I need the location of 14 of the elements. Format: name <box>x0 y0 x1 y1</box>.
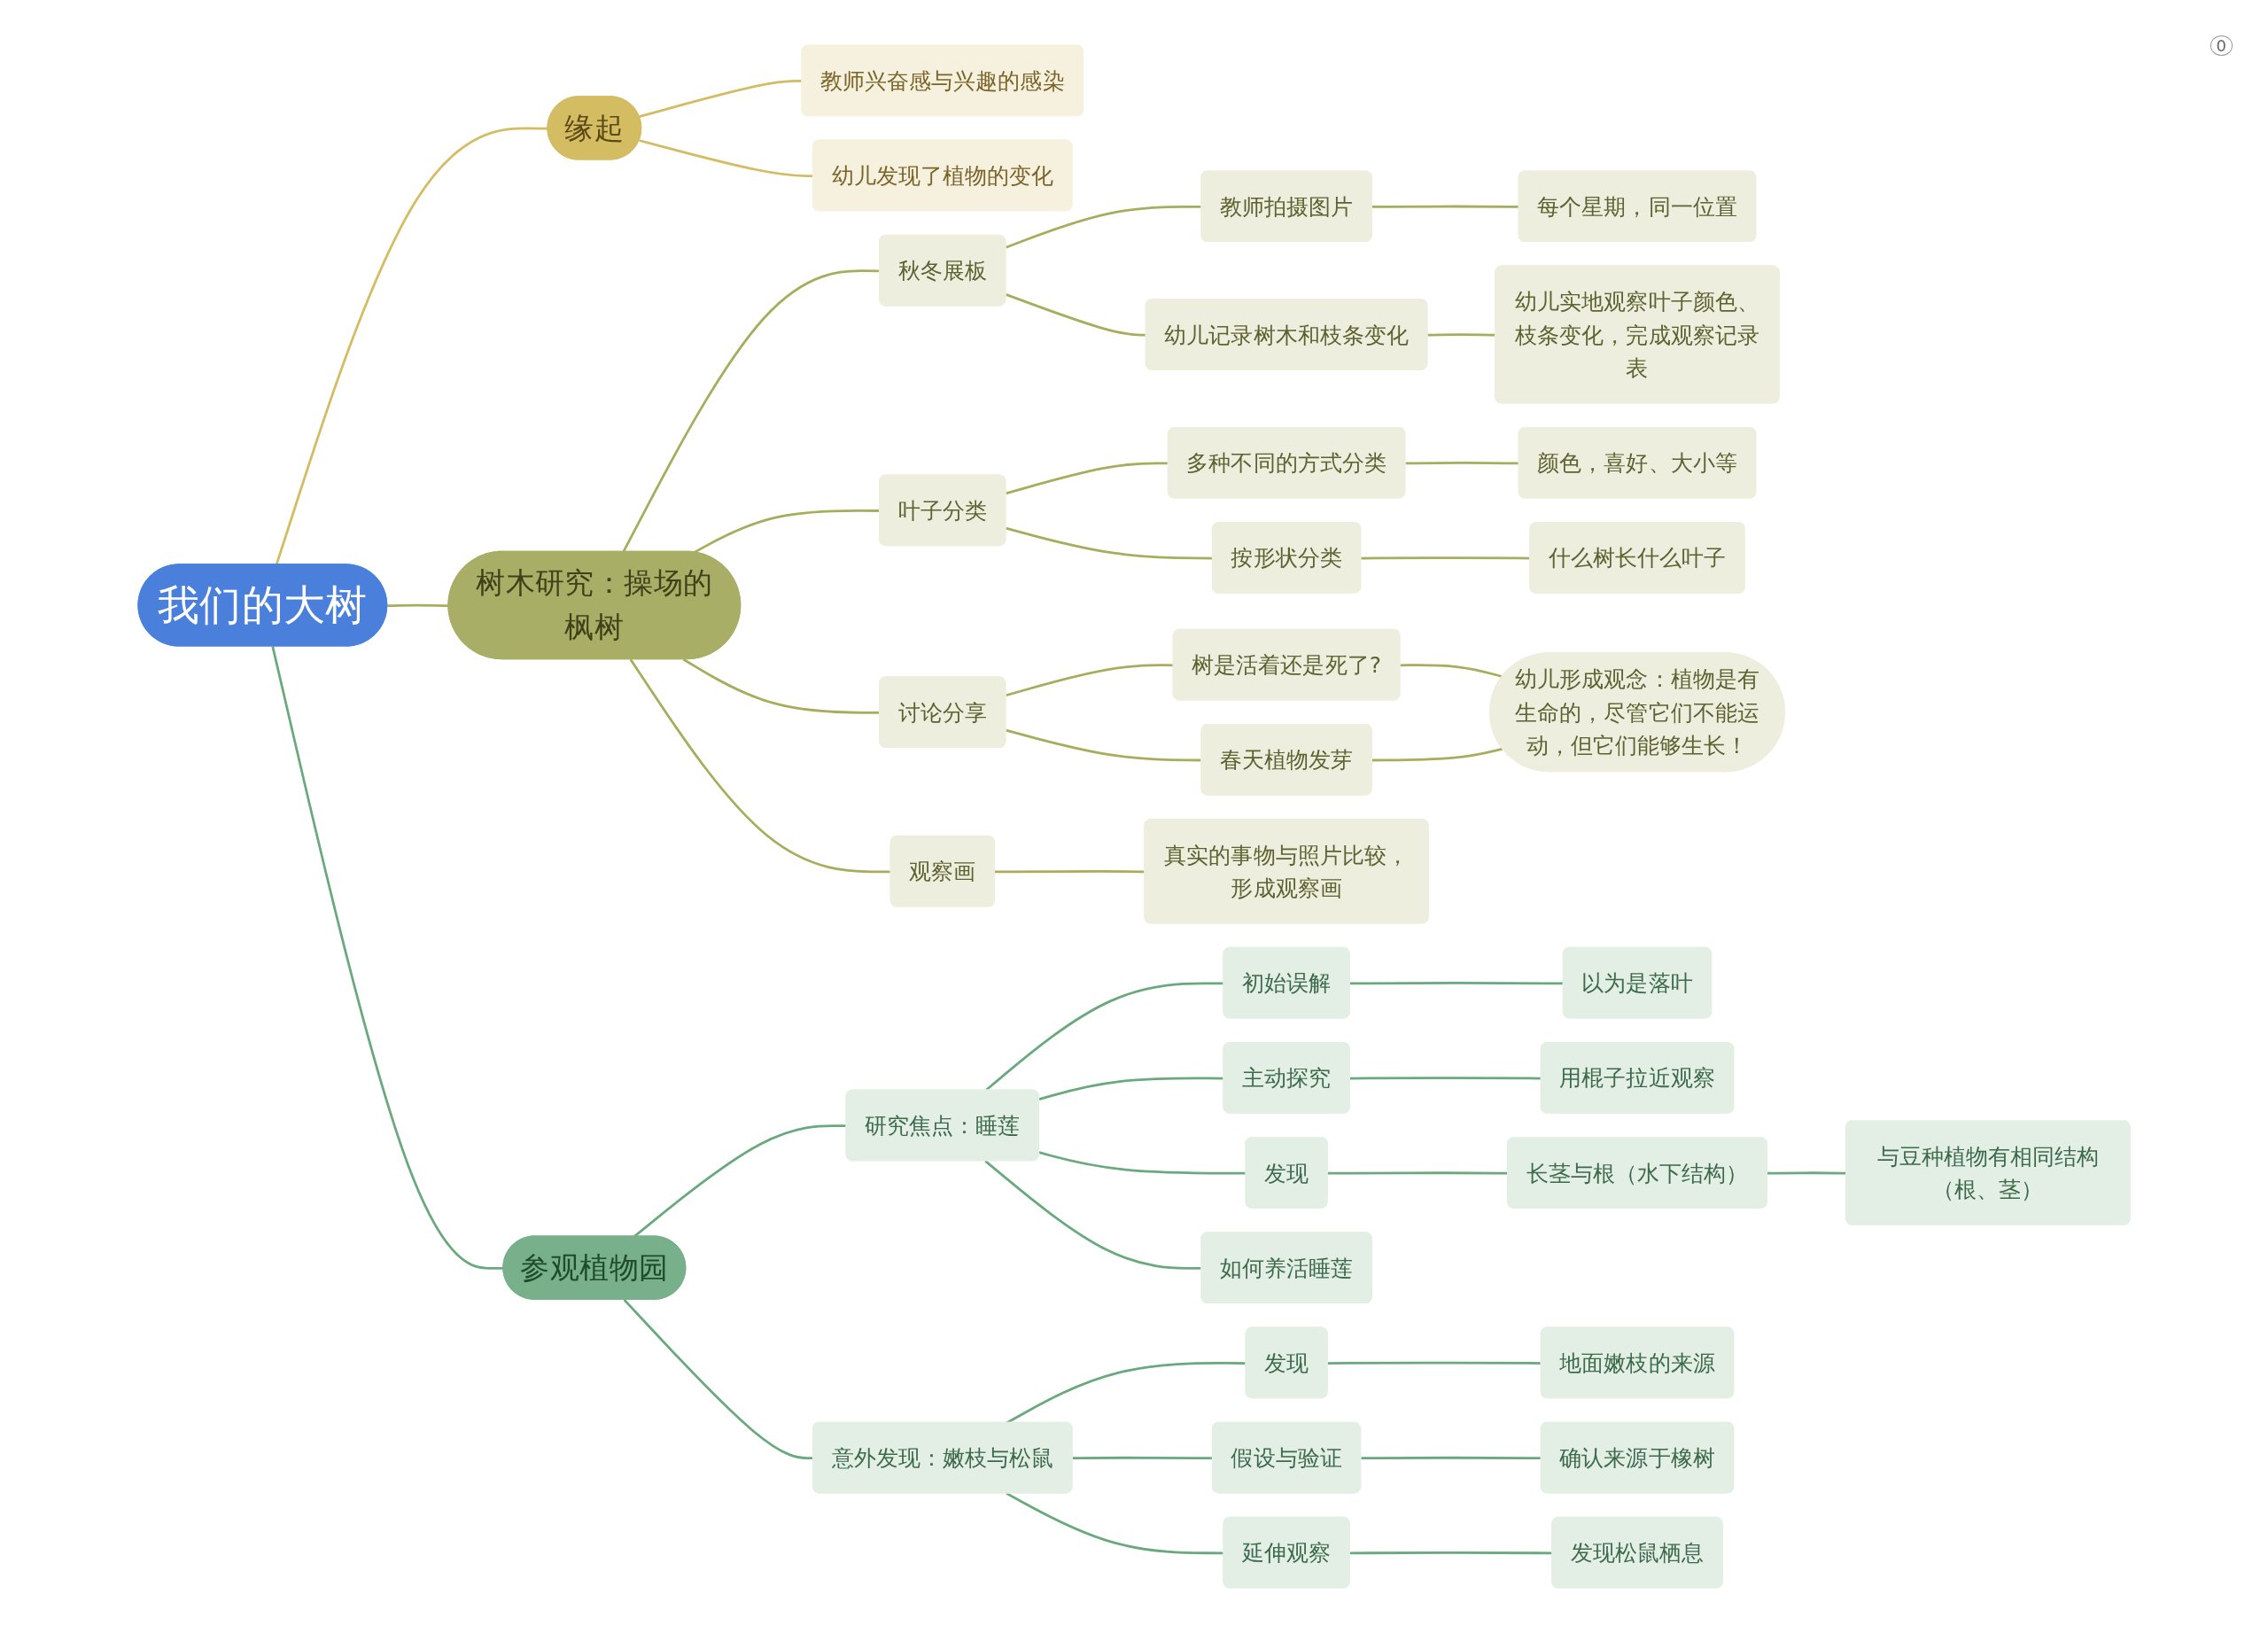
connector <box>629 658 891 874</box>
connector <box>633 1124 847 1238</box>
connector <box>1005 205 1202 249</box>
connector <box>1371 747 1503 762</box>
connector <box>639 79 803 118</box>
connector <box>984 1160 1202 1270</box>
connector <box>275 127 548 566</box>
connector <box>1006 1492 1224 1555</box>
connector <box>1400 664 1503 679</box>
connector <box>1006 728 1202 762</box>
connector <box>387 603 449 608</box>
connector <box>1038 1151 1247 1175</box>
connector <box>1006 664 1174 697</box>
connector <box>1038 1077 1224 1100</box>
